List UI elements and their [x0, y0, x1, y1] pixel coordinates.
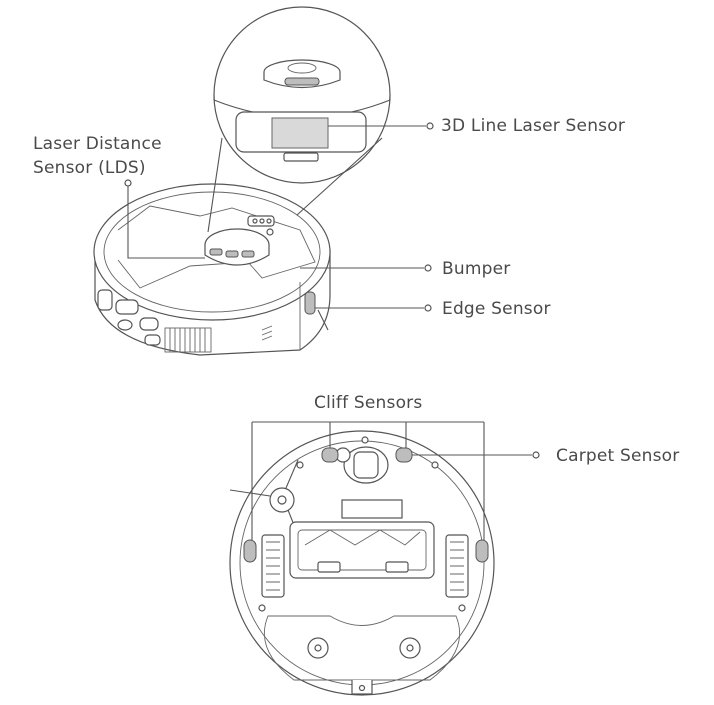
left-wheel — [261, 534, 285, 598]
lds-label-line1: Laser Distance — [33, 134, 162, 154]
robot-top-view — [93, 183, 331, 356]
vent-grille — [164, 327, 212, 353]
leader-lines — [124, 122, 540, 540]
zoom-inset — [207, 6, 391, 233]
right-wheel — [445, 534, 469, 598]
edge-sensor-label: Edge Sensor — [442, 299, 551, 319]
carpet-sensor-label: Carpet Sensor — [556, 446, 680, 466]
robot-bottom-view — [229, 430, 495, 696]
bumper-label: Bumper — [442, 259, 511, 279]
line-laser-sensor-label: 3D Line Laser Sensor — [441, 116, 626, 136]
lds-label-line2: Sensor (LDS) — [33, 158, 146, 178]
main-brush — [289, 521, 435, 579]
cliff-sensors-label: Cliff Sensors — [314, 393, 423, 413]
